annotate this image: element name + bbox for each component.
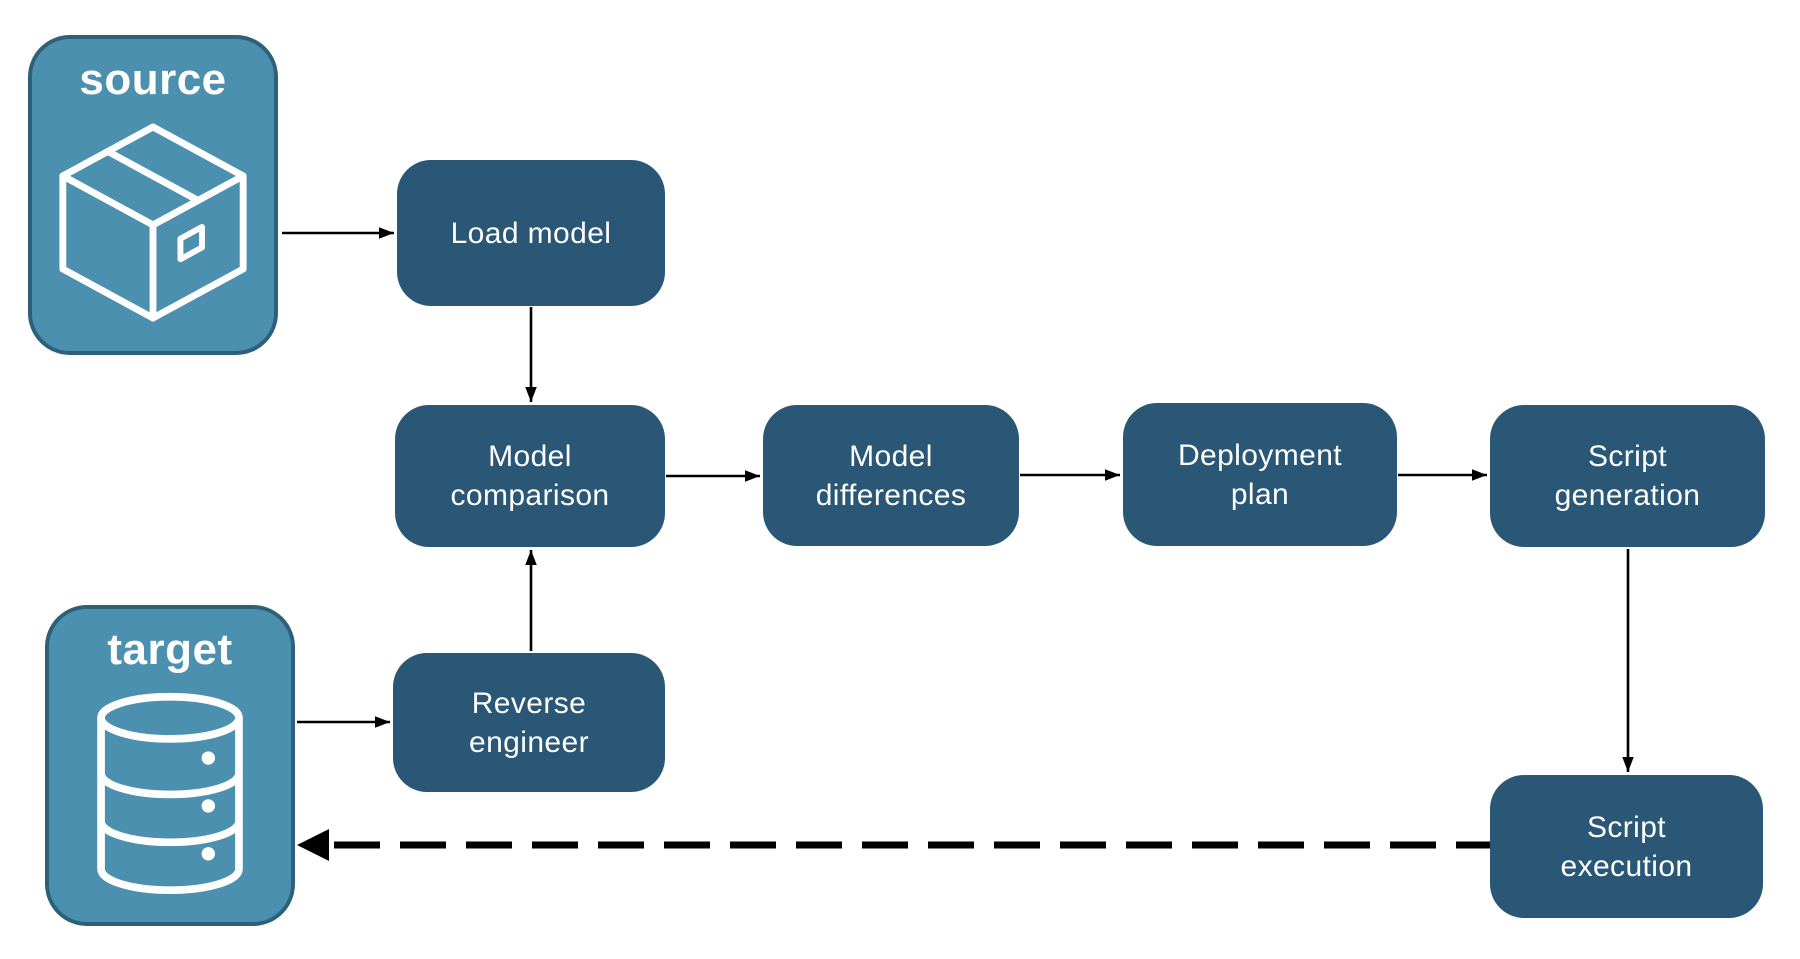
node-script-generation: Script generation xyxy=(1490,405,1765,547)
package-icon xyxy=(59,123,247,322)
endpoint-source: source xyxy=(28,35,278,355)
node-deployment-plan-label: Deployment plan xyxy=(1177,438,1343,511)
node-script-execution: Script execution xyxy=(1490,775,1763,918)
endpoint-target: target xyxy=(45,605,295,926)
node-deployment-plan: Deployment plan xyxy=(1123,403,1397,546)
node-script-generation-label: Script generation xyxy=(1554,440,1701,512)
node-model-differences: Model differences xyxy=(763,405,1019,546)
node-load-model-label: Load model xyxy=(450,216,612,250)
database-icon xyxy=(97,692,243,894)
node-model-comparison-label: Model comparison xyxy=(450,440,610,512)
node-model-comparison: Model comparison xyxy=(395,405,665,547)
node-reverse-engineer-label: Reverse engineer xyxy=(469,686,589,759)
endpoint-target-label: target xyxy=(107,625,233,674)
node-reverse-engineer: Reverse engineer xyxy=(393,653,665,792)
node-script-execution-label: Script execution xyxy=(1560,810,1693,883)
node-model-differences-label: Model differences xyxy=(815,439,967,512)
node-load-model: Load model xyxy=(397,160,665,306)
endpoint-source-label: source xyxy=(79,55,227,104)
edge-script-execution-to-target xyxy=(297,829,1490,861)
